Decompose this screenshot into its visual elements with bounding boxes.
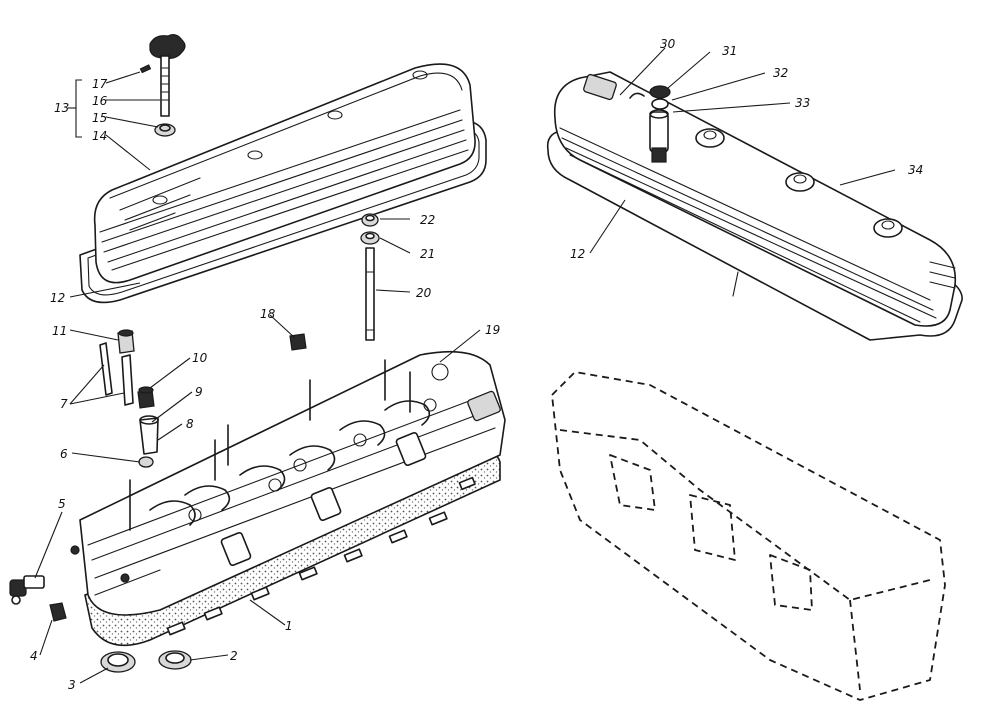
head-studs xyxy=(129,359,411,531)
callout-8: 8 xyxy=(186,417,194,431)
breather-cap xyxy=(649,85,671,99)
callout-labels: 17 16 15 14 13 12 12 34 30 31 32 33 22 2… xyxy=(30,37,923,692)
cover-boss-1 xyxy=(152,195,168,205)
loose-parts xyxy=(9,213,380,673)
plug-4 xyxy=(49,602,67,622)
filler-cap-knob xyxy=(149,34,186,59)
callout-16: 16 xyxy=(92,94,108,108)
cover-boss-right-2 xyxy=(785,172,815,192)
cylinder-head-block xyxy=(79,350,506,616)
fitting-5 xyxy=(9,575,45,605)
guide-8 xyxy=(139,417,159,455)
cover-boss-2 xyxy=(247,150,263,160)
leader-lines xyxy=(34,47,896,684)
rocker-arms xyxy=(149,400,431,526)
callout-34: 34 xyxy=(908,163,923,177)
valve-cover-left xyxy=(79,63,487,304)
callout-10: 10 xyxy=(192,351,208,365)
callout-2: 2 xyxy=(230,649,238,663)
breather-clip xyxy=(629,92,645,99)
callout-17: 17 xyxy=(92,77,108,91)
callout-7: 7 xyxy=(60,397,68,411)
cover-boss-3 xyxy=(327,110,343,120)
callout-14: 14 xyxy=(92,129,107,143)
dowel-7b xyxy=(121,354,134,406)
callout-12-right: 12 xyxy=(570,247,585,261)
head-bolt-hole xyxy=(120,573,130,583)
cover-boss-4 xyxy=(412,70,428,80)
callout-9: 9 xyxy=(195,385,203,399)
valve-cover-right xyxy=(546,71,963,341)
callout-33: 33 xyxy=(795,96,810,110)
breather-assembly xyxy=(583,73,671,163)
intake-ports xyxy=(220,390,501,566)
callout-12-left: 12 xyxy=(50,291,65,305)
callout-19: 19 xyxy=(485,323,500,337)
callout-21: 21 xyxy=(420,247,435,261)
dowel-7a xyxy=(99,342,113,396)
cover-boss-right-3 xyxy=(873,218,903,238)
cover-boss-right-1 xyxy=(695,128,725,148)
breather-base xyxy=(651,147,667,163)
filler-cap-stem xyxy=(160,55,170,117)
callout-22: 22 xyxy=(420,213,435,227)
callout-4: 4 xyxy=(30,649,38,663)
callout-31: 31 xyxy=(722,44,737,58)
cover-body-right xyxy=(553,71,957,327)
engine-block-outline xyxy=(551,371,946,701)
cover-body-left xyxy=(93,63,476,284)
oil-filler-cap-assembly xyxy=(139,34,186,137)
callout-5: 5 xyxy=(58,497,66,511)
pushrod-20 xyxy=(365,247,375,341)
valve-springs xyxy=(188,363,449,522)
cylinder-head-assembly xyxy=(70,350,506,647)
callout-1: 1 xyxy=(285,619,293,633)
callout-13: 13 xyxy=(54,101,69,115)
callout-32: 32 xyxy=(773,66,788,80)
callout-30: 30 xyxy=(660,37,676,51)
callout-3: 3 xyxy=(68,678,76,692)
breather-washer xyxy=(651,98,669,110)
callout-18: 18 xyxy=(260,307,276,321)
nut-18 xyxy=(289,333,307,351)
callout-11: 11 xyxy=(52,324,67,338)
breather-hose-fitting xyxy=(583,73,617,101)
head-plug-hole xyxy=(70,545,80,555)
callout-15: 15 xyxy=(92,111,107,125)
callout-20: 20 xyxy=(416,286,432,300)
filler-cap-pin xyxy=(139,64,152,74)
cover-top-ridge-left xyxy=(109,72,463,199)
head-gasket-ports xyxy=(166,476,476,636)
callout-6: 6 xyxy=(60,447,68,461)
washer-6 xyxy=(138,456,154,468)
